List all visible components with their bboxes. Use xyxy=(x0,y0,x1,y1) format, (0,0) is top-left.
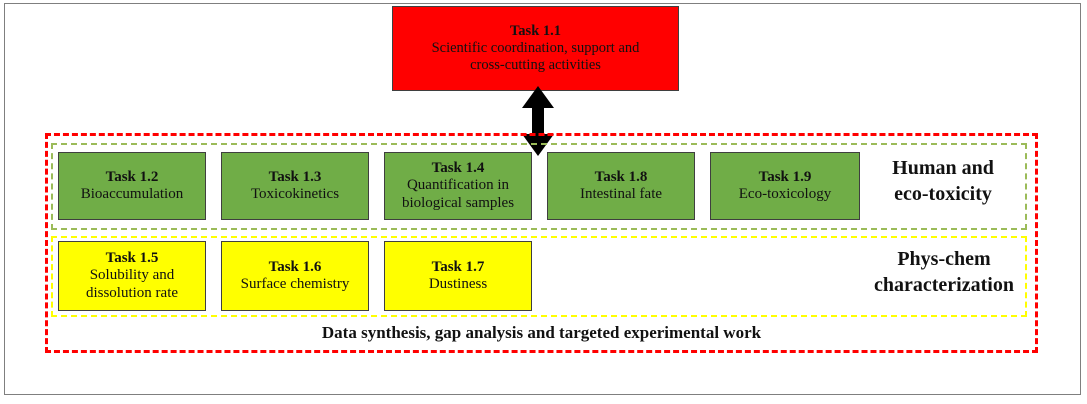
physchem-group-border xyxy=(51,236,1027,317)
task-1-1-line2: cross-cutting activities xyxy=(470,56,601,73)
task-1-9-title: Task 1.9 xyxy=(758,168,812,185)
task-1-5-title: Task 1.5 xyxy=(105,250,159,267)
task-1-4-line2: biological samples xyxy=(401,194,515,211)
task-1-2-box: Task 1.2 Bioaccumulation xyxy=(58,152,206,220)
task-1-8-title: Task 1.8 xyxy=(594,168,648,185)
task-1-1-line1: Scientific coordination, support and xyxy=(431,40,640,57)
physchem-label-line2: characterization xyxy=(874,274,1014,296)
double-headed-arrow-icon xyxy=(522,86,554,156)
human-label-line1: Human and xyxy=(892,157,994,179)
task-1-7-title: Task 1.7 xyxy=(431,258,485,275)
task-1-2-title: Task 1.2 xyxy=(105,168,159,185)
task-1-3-desc: Toxicokinetics xyxy=(250,186,340,202)
physchem-label-line1: Phys-chem xyxy=(897,248,991,270)
task-1-5-line1: Solubility and xyxy=(89,267,175,284)
human-eco-toxicity-label: Human and eco-toxicity xyxy=(868,155,1018,207)
task-1-3-box: Task 1.3 Toxicokinetics xyxy=(221,152,369,220)
task-1-5-line2: dissolution rate xyxy=(85,284,179,301)
task-1-7-box: Task 1.7 Dustiness xyxy=(384,241,532,311)
task-1-5-box: Task 1.5 Solubility and dissolution rate xyxy=(58,241,206,311)
human-label-line2: eco-toxicity xyxy=(894,183,992,205)
phys-chem-characterization-label: Phys-chem characterization xyxy=(858,246,1030,298)
task-1-4-line1: Quantification in xyxy=(406,177,510,194)
task-1-8-box: Task 1.8 Intestinal fate xyxy=(547,152,695,220)
task-1-2-desc: Bioaccumulation xyxy=(80,186,184,202)
outer-group-label: Data synthesis, gap analysis and targete… xyxy=(321,323,762,342)
task-1-4-box: Task 1.4 Quantification in biological sa… xyxy=(384,152,532,220)
outer-group-border xyxy=(45,133,1038,353)
task-1-1-title: Task 1.1 xyxy=(509,23,562,40)
task-1-4-title: Task 1.4 xyxy=(431,160,485,177)
task-1-9-desc: Eco-toxicology xyxy=(738,186,832,202)
task-1-9-box: Task 1.9 Eco-toxicology xyxy=(710,152,860,220)
task-1-3-title: Task 1.3 xyxy=(268,168,322,185)
task-1-6-box: Task 1.6 Surface chemistry xyxy=(221,241,369,311)
task-1-1-box: Task 1.1 Scientific coordination, suppor… xyxy=(392,6,679,91)
task-1-6-title: Task 1.6 xyxy=(268,258,322,275)
task-1-8-desc: Intestinal fate xyxy=(579,186,663,202)
figure-frame xyxy=(4,3,1081,395)
task-1-7-desc: Dustiness xyxy=(428,276,488,292)
task-1-6-desc: Surface chemistry xyxy=(240,276,350,292)
human-group-border xyxy=(51,143,1027,230)
